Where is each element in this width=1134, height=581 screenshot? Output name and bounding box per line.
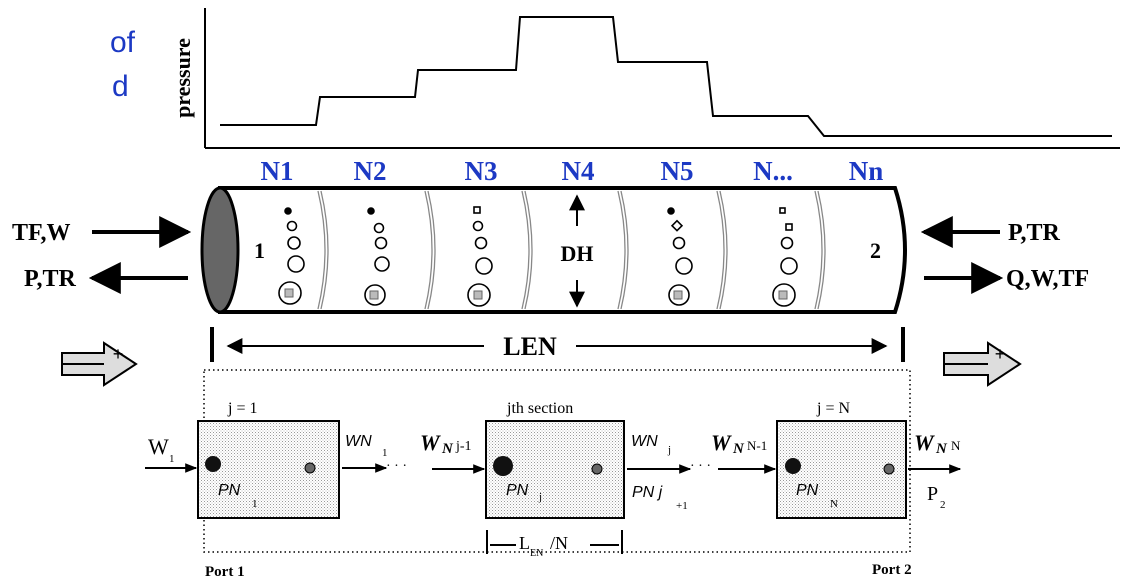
section-middle: jth section PN j W N j-1 WN j PN j +1 L …: [420, 400, 692, 559]
particle-column-1: [278, 207, 305, 305]
node-label-n2: N2: [354, 156, 387, 186]
heading-fragment-2: d: [112, 70, 129, 103]
node-label-nn: Nn: [849, 156, 884, 186]
particle-column-5: [667, 207, 693, 306]
left-output-label: P,TR: [24, 266, 76, 292]
section-middle-pn: PN: [506, 482, 529, 499]
section-first-title: j = 1: [227, 400, 257, 417]
particle-column-2: [364, 207, 390, 306]
section-length-label: L: [519, 533, 530, 553]
pipe-end-2-label: 2: [870, 238, 881, 263]
heading-fragment-1: of: [110, 26, 136, 59]
section-first-w-in-sub: 1: [169, 453, 175, 465]
pipe-end-1-label: 1: [254, 238, 265, 263]
pressure-axis-label: pressure: [170, 38, 195, 118]
section-first-w-out-sub: 1: [382, 447, 388, 459]
section-last-p-out: P: [927, 483, 938, 505]
section-middle-pn-next-sub: +1: [676, 500, 688, 512]
port-2-label: Port 2: [872, 562, 912, 578]
section-first-w-out: WN: [345, 433, 372, 450]
section-last-w-in-sub: N-1: [747, 438, 767, 453]
section-middle-w-in: W: [420, 430, 441, 455]
left-port-arrows: TF,W P,TR: [12, 216, 192, 294]
length-dimension: LEN: [210, 327, 905, 362]
ellipsis-2: · · ·: [690, 459, 711, 474]
section-last-title: j = N: [816, 400, 850, 417]
section-first-pn-sub: 1: [252, 498, 258, 510]
section-first-w-in: W: [148, 434, 169, 459]
right-port-arrows: P,TR Q,W,TF: [920, 216, 1089, 294]
section-first: j = 1 PN 1 W 1 WN 1: [145, 400, 388, 519]
section-middle-w-out-sub: j: [667, 444, 671, 456]
pressure-profile-plot: pressure: [170, 8, 1120, 149]
section-length-sub: EN: [530, 548, 543, 559]
right-output-label: Q,W,TF: [1006, 266, 1089, 292]
ellipsis-1: · · ·: [386, 459, 407, 474]
node-label-n1: N1: [261, 156, 294, 186]
section-frame: [203, 369, 911, 553]
section-last-pn: PN: [796, 482, 819, 499]
section-first-pn: PN: [218, 482, 241, 499]
plus-arrow-right-icon: +: [943, 341, 1022, 387]
section-middle-pn-sub: j: [538, 491, 542, 503]
pressure-step-curve: [220, 16, 1112, 137]
section-last-w-out-n: N: [935, 441, 948, 457]
section-middle-title: jth section: [506, 400, 573, 417]
section-last-w-in-n: N: [732, 441, 745, 457]
plus-right-sign: +: [995, 344, 1006, 364]
length-label: LEN: [503, 332, 557, 361]
particle-columns: [278, 206, 798, 307]
port-1-label: Port 1: [205, 564, 245, 580]
section-middle-w-in-n: N: [441, 441, 454, 457]
section-last-w-out-sub: N: [951, 438, 961, 453]
pipe-inlet-face: [200, 186, 240, 314]
plus-left-sign: +: [113, 344, 124, 364]
particle-column-3: [467, 206, 493, 307]
plus-arrow-left-icon: +: [61, 341, 138, 387]
discretization-diagram: j = 1 PN 1 W 1 WN 1 · · · jth section PN…: [145, 369, 962, 580]
left-input-label: TF,W: [12, 220, 70, 246]
node-labels: N1 N2 N3 N4 N5 N... Nn: [261, 156, 884, 186]
section-last: j = N PN N W N N-1 W N N P 2: [711, 400, 962, 519]
section-length-tail: /N: [550, 533, 568, 553]
section-middle-pn-next: PN j: [632, 484, 663, 501]
right-input-label: P,TR: [1008, 220, 1060, 246]
section-last-p-out-sub: 2: [940, 499, 946, 511]
node-label-n5: N5: [661, 156, 694, 186]
section-last-w-in: W: [711, 430, 732, 455]
section-last-w-out: W: [914, 430, 935, 455]
section-last-pn-sub: N: [830, 498, 838, 510]
diameter-label: DH: [561, 241, 594, 266]
node-label-n3: N3: [465, 156, 498, 186]
node-label-n4: N4: [562, 156, 595, 186]
particle-column-6: [772, 207, 798, 307]
section-middle-w-in-sub: j-1: [455, 439, 472, 454]
node-label-n-dots: N...: [753, 156, 793, 186]
pipe-cylinder: 1 2 DH: [200, 186, 907, 314]
section-middle-w-out: WN: [631, 433, 658, 450]
